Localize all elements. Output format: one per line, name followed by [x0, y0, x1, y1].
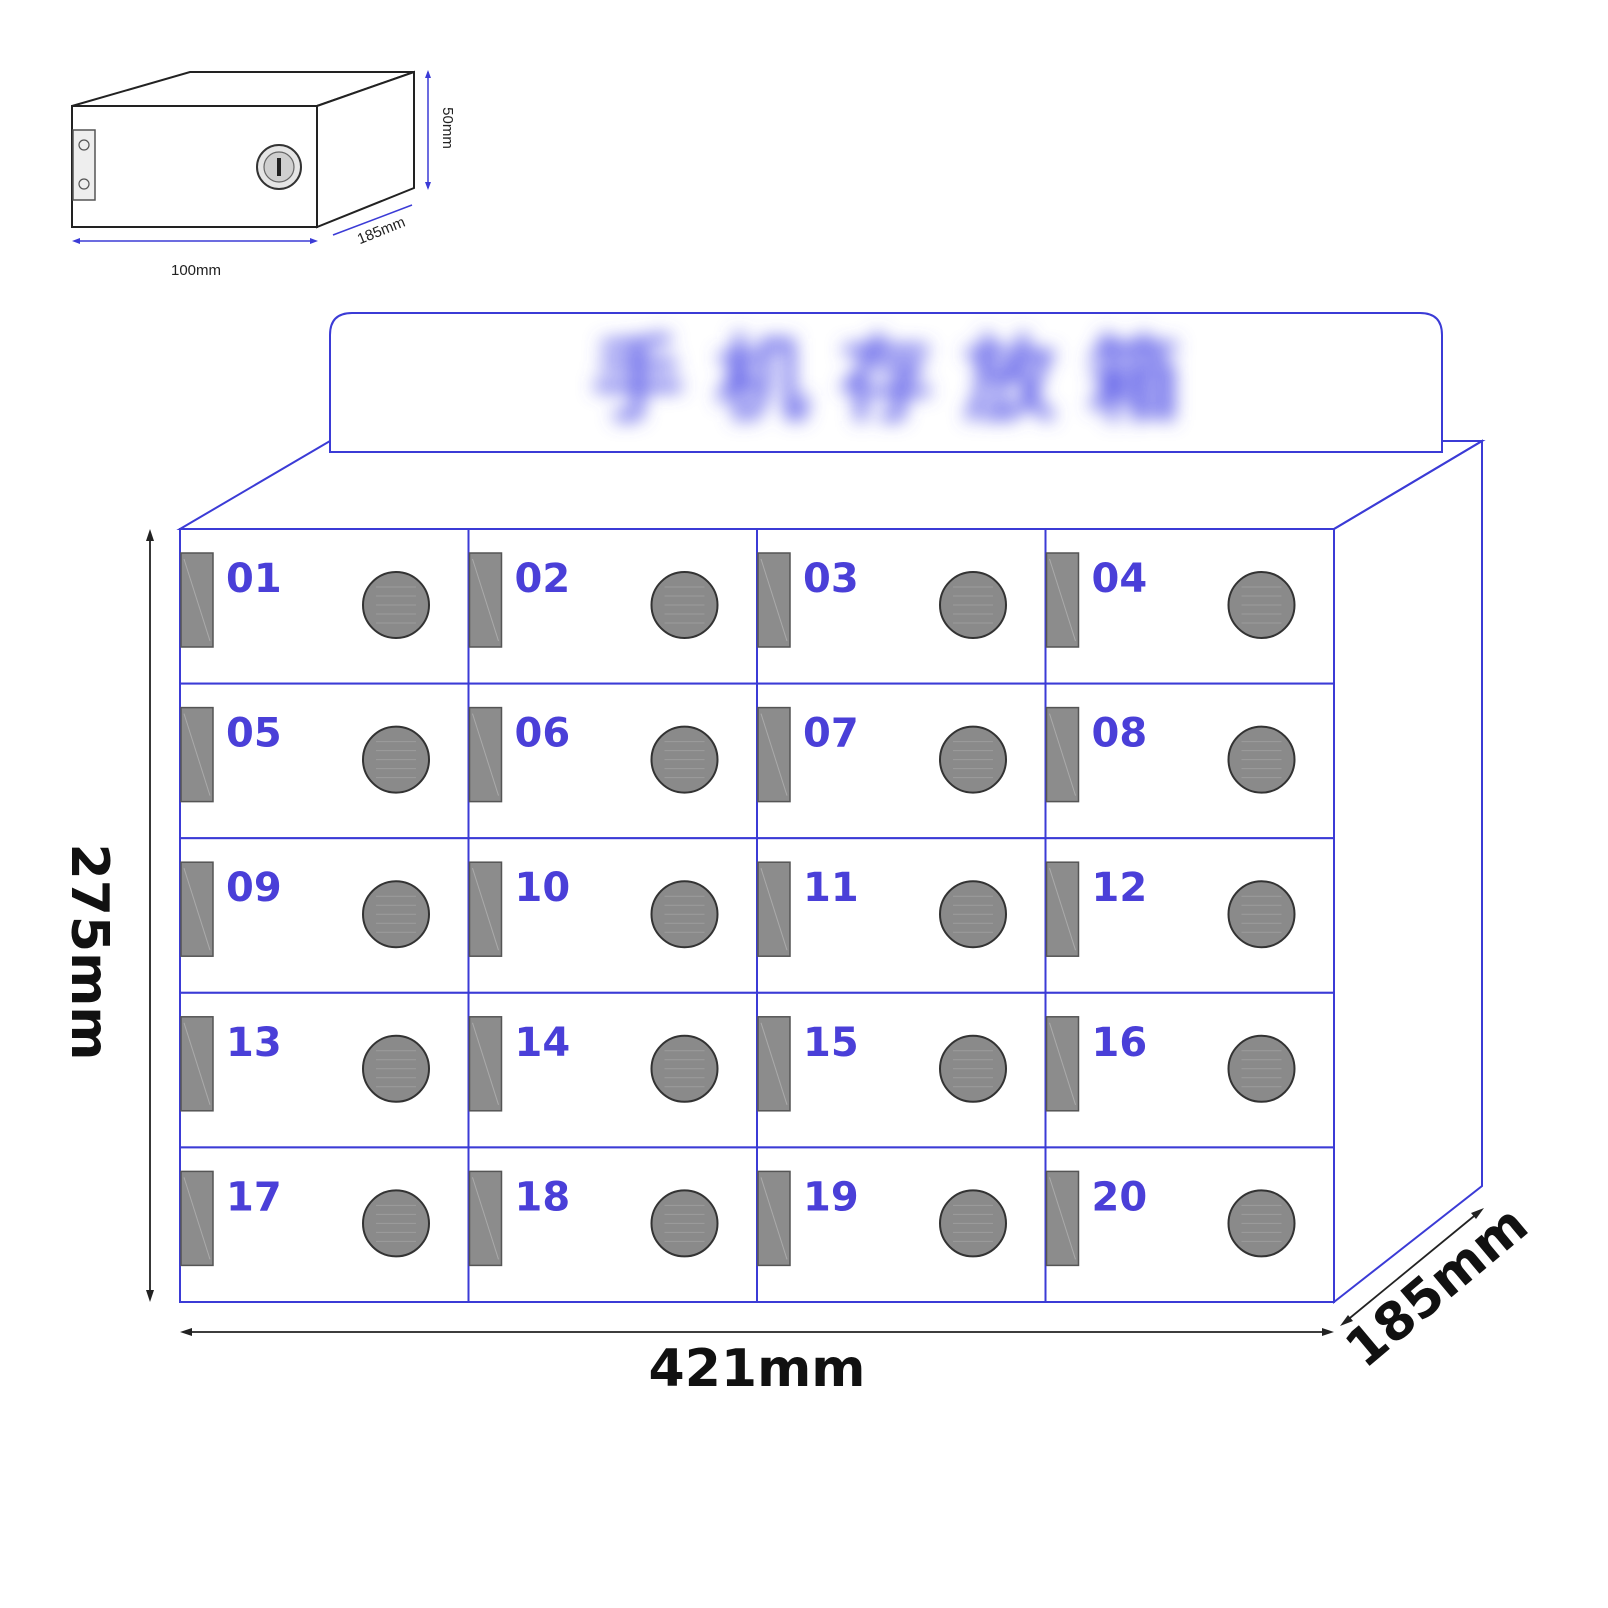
- hinge-highlight: [183, 713, 211, 796]
- box-hinge-hole-top: [78, 139, 90, 151]
- compartment-number: 07: [803, 711, 859, 757]
- compartment-number: 20: [1092, 1174, 1148, 1220]
- compartment-number: 08: [1092, 711, 1148, 757]
- depth-arrow-front: [1340, 1315, 1353, 1326]
- compartment-01[interactable]: 01: [179, 528, 470, 685]
- box-height-label: 50mm: [439, 107, 456, 149]
- compartment-20[interactable]: 20: [1044, 1146, 1335, 1304]
- compartment-09[interactable]: 09: [179, 837, 470, 994]
- hinge-highlight: [183, 1177, 211, 1260]
- compartment-number: 15: [803, 1020, 859, 1066]
- hinge-highlight: [760, 713, 788, 796]
- compartment-number: 10: [515, 865, 571, 911]
- hinge-highlight: [472, 713, 499, 796]
- hinge-highlight: [472, 1177, 499, 1260]
- compartment-number: 14: [515, 1020, 571, 1066]
- hinge-highlight: [183, 868, 211, 951]
- sign-panel: [329, 312, 1443, 453]
- hinge-highlight: [1049, 1177, 1076, 1260]
- hinge-highlight: [760, 868, 788, 951]
- compartment-number: 16: [1092, 1020, 1148, 1066]
- compartment-19[interactable]: 19: [756, 1146, 1047, 1304]
- cabinet-side-face: [1333, 439, 1483, 1305]
- box-width-arrow-left: [72, 238, 80, 244]
- compartment-06[interactable]: 06: [467, 682, 758, 840]
- hinge-icon: [757, 706, 791, 803]
- compartment-08[interactable]: 08: [1044, 682, 1335, 840]
- compartment-number: 09: [226, 865, 282, 911]
- box-depth-label: 185mm: [355, 214, 408, 249]
- compartment-10[interactable]: 10: [467, 837, 758, 994]
- hinge-highlight: [472, 868, 499, 951]
- compartment-04[interactable]: 04: [1044, 528, 1335, 685]
- compartment-door[interactable]: [179, 991, 470, 1149]
- hinge-highlight: [183, 1022, 211, 1105]
- box-depth-dim-line: [332, 204, 413, 236]
- hinge-highlight: [1049, 1022, 1076, 1105]
- single-box-illustration: [71, 70, 415, 229]
- depth-arrow-back: [1471, 1208, 1484, 1219]
- top-sign: 手 机 存 放 箱: [329, 312, 1443, 453]
- compartment-17[interactable]: 17: [179, 1146, 470, 1304]
- single-box-dimensions: [72, 70, 431, 244]
- compartment-number: 13: [226, 1020, 282, 1066]
- width-arrow-left: [180, 1328, 192, 1336]
- hinge-highlight: [1049, 713, 1076, 796]
- compartment-number: 06: [515, 711, 571, 757]
- cabinet-width-label: 421mm: [649, 1339, 866, 1399]
- compartment-14[interactable]: 14: [467, 991, 758, 1149]
- compartment-number: 12: [1092, 865, 1148, 911]
- hinge-highlight: [1049, 558, 1076, 642]
- height-arrow-top: [146, 529, 154, 541]
- cabinet-height-label: 275mm: [59, 844, 119, 1061]
- box-height-arrow-top: [425, 70, 431, 78]
- compartment-door[interactable]: [179, 837, 470, 994]
- box-hinge-hole-bottom: [78, 178, 90, 190]
- compartment-number: 18: [515, 1174, 571, 1220]
- compartment-15[interactable]: 15: [756, 991, 1047, 1149]
- compartment-number: 11: [803, 865, 859, 911]
- compartment-11[interactable]: 11: [756, 837, 1047, 994]
- compartment-number: 02: [515, 556, 571, 602]
- compartment-grid: 01 02 03 04 05 06 07 08 09 10 11 12 13 14 15 16 17 18 19 20: [179, 528, 1335, 1304]
- box-side-face: [316, 70, 415, 229]
- height-arrow-bottom: [146, 1290, 154, 1302]
- width-arrow-right: [1322, 1328, 1334, 1336]
- box-height-arrow-bottom: [425, 182, 431, 190]
- hinge-highlight: [1049, 868, 1076, 951]
- box-width-arrow-right: [310, 238, 318, 244]
- depth-dim-line: [1344, 1211, 1480, 1323]
- box-hinge: [72, 129, 96, 201]
- hinge-highlight: [760, 1022, 788, 1105]
- compartment-number: 17: [226, 1174, 282, 1220]
- hinge-highlight: [760, 558, 788, 642]
- hinge-highlight: [760, 1177, 788, 1260]
- box-lock-keyhole: [277, 158, 281, 176]
- hinge-highlight: [472, 558, 499, 642]
- compartment-18[interactable]: 18: [467, 1146, 758, 1304]
- sign-text: 手 机 存 放 箱: [592, 327, 1180, 434]
- compartment-number: 05: [226, 711, 282, 757]
- compartment-12[interactable]: 12: [1044, 837, 1335, 994]
- compartment-number: 01: [226, 556, 282, 602]
- hinge-highlight: [183, 558, 211, 642]
- compartment-number: 04: [1092, 556, 1148, 602]
- compartment-02[interactable]: 02: [467, 528, 758, 685]
- cabinet-dimensions: [146, 529, 1484, 1336]
- compartment-16[interactable]: 16: [1044, 991, 1335, 1149]
- cabinet-top-face: [176, 440, 1486, 530]
- compartment-05[interactable]: 05: [179, 682, 470, 840]
- box-width-label: 100mm: [171, 262, 221, 279]
- compartment-number: 03: [803, 556, 859, 602]
- compartment-13[interactable]: 13: [179, 991, 470, 1149]
- hinge-highlight: [472, 1022, 499, 1105]
- compartment-07[interactable]: 07: [756, 682, 1047, 840]
- compartment-number: 19: [803, 1174, 859, 1220]
- compartment-03[interactable]: 03: [756, 528, 1047, 685]
